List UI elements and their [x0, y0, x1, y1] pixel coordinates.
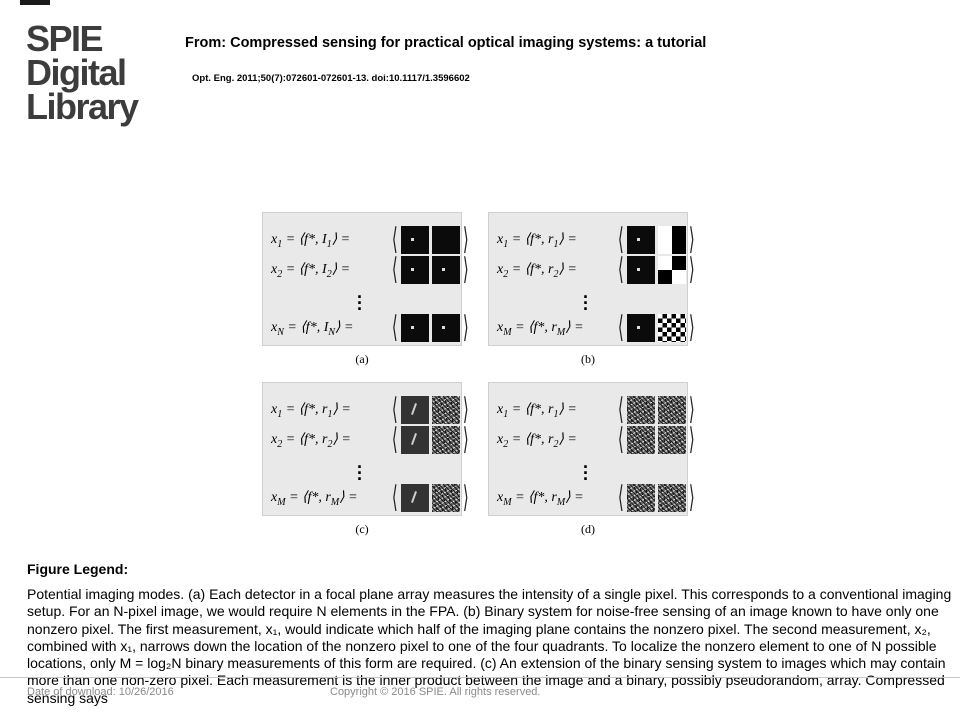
article-source-title: From: Compressed sensing for practical o… — [185, 35, 707, 51]
figure-tile — [657, 396, 686, 424]
equation-row: x1 = ⟨f*, r1⟩ = ⟨ ⟩ — [271, 395, 471, 425]
figure-tile — [431, 256, 460, 284]
right-angle-bracket: ⟩ — [688, 223, 695, 256]
figure-tile — [626, 226, 655, 254]
equation-row: x1 = ⟨f*, r1⟩ = ⟨ ⟩ — [497, 225, 697, 255]
figure-tile — [657, 256, 686, 284]
left-angle-bracket: ⟨ — [617, 311, 624, 344]
right-angle-bracket: ⟩ — [462, 311, 469, 344]
equation-row: x2 = ⟨f*, r2⟩ = ⟨ ⟩ — [497, 425, 697, 455]
panel-label: (a) — [355, 352, 369, 366]
figure-tile — [626, 484, 655, 512]
right-angle-bracket: ⟩ — [462, 393, 469, 426]
right-angle-bracket: ⟩ — [462, 423, 469, 456]
vertical-ellipsis: ... — [357, 452, 363, 484]
left-angle-bracket: ⟨ — [391, 223, 398, 256]
logo-line-1: SPIE — [26, 18, 104, 59]
vertical-ellipsis: ... — [583, 452, 589, 484]
figure-tile — [431, 226, 460, 254]
right-angle-bracket: ⟩ — [462, 253, 469, 286]
left-angle-bracket: ⟨ — [617, 481, 624, 514]
equation-row: x2 = ⟨f*, I2⟩ = ⟨ ⟩ — [271, 255, 471, 285]
panel-label: (d) — [581, 522, 595, 536]
copyright-notice: Copyright © 2016 SPIE. All rights reserv… — [330, 686, 541, 698]
equation-text: x1 = ⟨f*, I1⟩ = — [271, 232, 351, 250]
equation-text: xM = ⟨f*, rM⟩ = — [497, 320, 584, 338]
left-angle-bracket: ⟨ — [391, 393, 398, 426]
left-angle-bracket: ⟨ — [391, 481, 398, 514]
right-angle-bracket: ⟩ — [688, 481, 695, 514]
figure-tile — [431, 314, 460, 342]
figure-tile — [431, 426, 460, 454]
figure-tile — [400, 484, 429, 512]
legend-text: Potential imaging modes. (a) Each detect… — [27, 586, 952, 706]
figure-tile — [400, 314, 429, 342]
right-angle-bracket: ⟩ — [688, 423, 695, 456]
left-angle-bracket: ⟨ — [617, 253, 624, 286]
figure-image: x1 = ⟨f*, I1⟩ =⟨⟩x2 = ⟨f*, I2⟩ =⟨⟩xN = ⟨… — [262, 212, 702, 547]
equation-row: x2 = ⟨f*, r2⟩ = ⟨ ⟩ — [271, 425, 471, 455]
equation-row: x1 = ⟨f*, r1⟩ = ⟨ ⟩ — [497, 395, 697, 425]
equation-text: x2 = ⟨f*, r2⟩ = — [497, 432, 577, 450]
footer: Date of download: 10/26/2016 Copyright ©… — [0, 677, 960, 721]
equation-text: xM = ⟨f*, rM⟩ = — [497, 490, 584, 508]
vertical-ellipsis: ... — [583, 282, 589, 314]
logo-line-2: Digital — [26, 52, 127, 93]
figure-tile — [626, 426, 655, 454]
left-angle-bracket: ⟨ — [391, 311, 398, 344]
figure-panel: x1 = ⟨f*, I1⟩ =⟨⟩x2 = ⟨f*, I2⟩ =⟨⟩xN = ⟨… — [262, 212, 469, 346]
article-citation: Opt. Eng. 2011;50(7):072601-072601-13. d… — [192, 73, 470, 84]
equation-row: xM = ⟨f*, rM⟩ = ⟨ ⟩ — [497, 483, 697, 513]
figure-tile — [400, 396, 429, 424]
equation-text: x1 = ⟨f*, r1⟩ = — [271, 402, 351, 420]
equation-row: x1 = ⟨f*, I1⟩ = ⟨ ⟩ — [271, 225, 471, 255]
equation-row: x2 = ⟨f*, r2⟩ = ⟨ ⟩ — [497, 255, 697, 285]
right-angle-bracket: ⟩ — [688, 393, 695, 426]
equation-text: x2 = ⟨f*, r2⟩ = — [497, 262, 577, 280]
figure-tile — [657, 484, 686, 512]
left-angle-bracket: ⟨ — [617, 423, 624, 456]
download-date: Date of download: 10/26/2016 — [27, 686, 174, 698]
figure-tile — [657, 226, 686, 254]
equation-text: x1 = ⟨f*, r1⟩ = — [497, 402, 577, 420]
equation-row: xM = ⟨f*, rM⟩ = ⟨ ⟩ — [271, 483, 471, 513]
legend-title: Figure Legend: — [27, 561, 129, 577]
equation-row: xN = ⟨f*, IN⟩ = ⟨ ⟩ — [271, 313, 471, 343]
vertical-ellipsis: ... — [357, 282, 363, 314]
logo-line-3: Library — [26, 86, 139, 127]
figure-tile — [431, 484, 460, 512]
equation-text: x1 = ⟨f*, r1⟩ = — [497, 232, 577, 250]
figure-panel: x1 = ⟨f*, r1⟩ =⟨⟩x2 = ⟨f*, r2⟩ =⟨⟩xM = ⟨… — [488, 212, 695, 346]
figure-tile — [626, 256, 655, 284]
equation-row: xM = ⟨f*, rM⟩ = ⟨ ⟩ — [497, 313, 697, 343]
equation-text: x2 = ⟨f*, I2⟩ = — [271, 262, 351, 280]
figure-tile — [400, 426, 429, 454]
figure-tile — [626, 314, 655, 342]
figure-tile — [657, 426, 686, 454]
equation-text: xM = ⟨f*, rM⟩ = — [271, 490, 358, 508]
figure-panel: x1 = ⟨f*, r1⟩ =⟨⟩x2 = ⟨f*, r2⟩ =⟨⟩xM = ⟨… — [262, 382, 469, 516]
equation-text: x2 = ⟨f*, r2⟩ = — [271, 432, 351, 450]
left-angle-bracket: ⟨ — [617, 393, 624, 426]
panel-label: (c) — [355, 522, 369, 536]
figure-tile — [400, 256, 429, 284]
figure-tile — [400, 226, 429, 254]
right-angle-bracket: ⟩ — [462, 223, 469, 256]
figure-tile — [626, 396, 655, 424]
left-angle-bracket: ⟨ — [617, 223, 624, 256]
figure-tile — [431, 396, 460, 424]
spie-digital-library-logo[interactable]: SPIE Digital Library — [26, 18, 156, 127]
left-angle-bracket: ⟨ — [391, 253, 398, 286]
right-angle-bracket: ⟩ — [688, 253, 695, 286]
top-accent-bar — [20, 0, 50, 5]
right-angle-bracket: ⟩ — [462, 481, 469, 514]
right-angle-bracket: ⟩ — [688, 311, 695, 344]
equation-text: xN = ⟨f*, IN⟩ = — [271, 320, 354, 338]
figure-tile — [657, 314, 686, 342]
figure-panel: x1 = ⟨f*, r1⟩ =⟨⟩x2 = ⟨f*, r2⟩ =⟨⟩xM = ⟨… — [488, 382, 695, 516]
panel-label: (b) — [581, 352, 595, 366]
left-angle-bracket: ⟨ — [391, 423, 398, 456]
